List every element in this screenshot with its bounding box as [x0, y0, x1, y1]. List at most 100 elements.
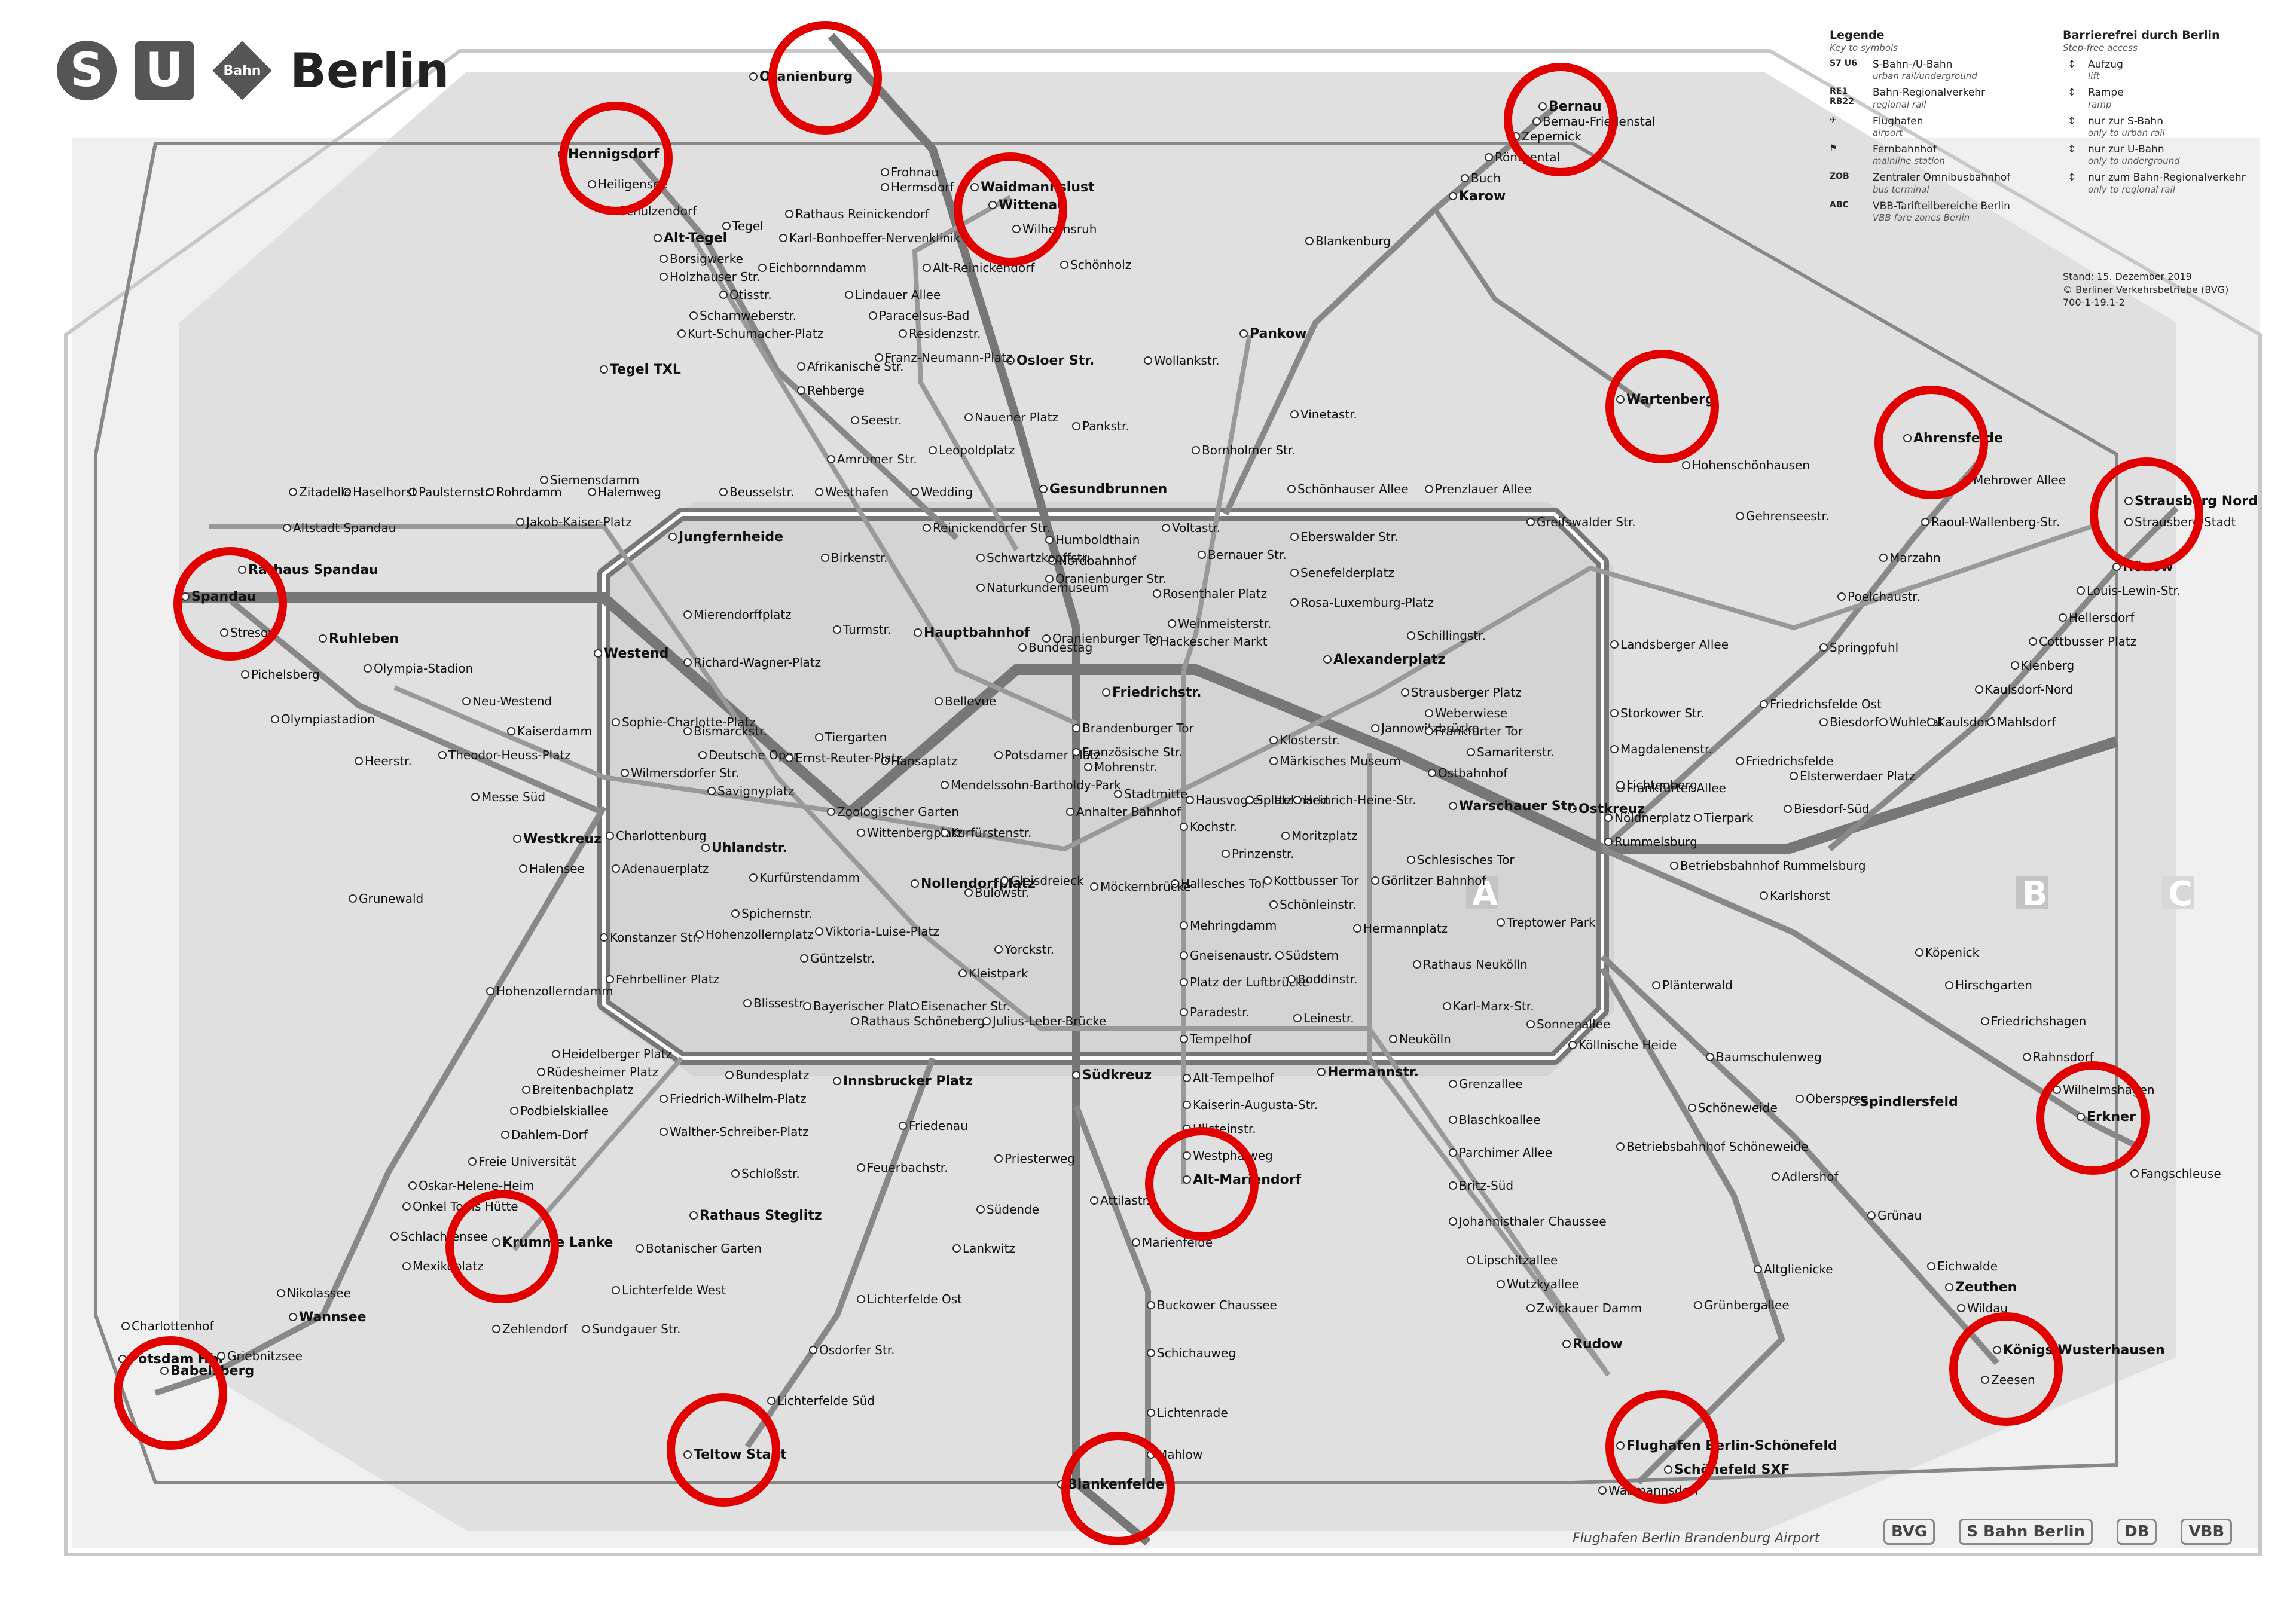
- station-label: Bundesplatz: [735, 1068, 809, 1082]
- station-marker: [600, 933, 608, 942]
- stand-info: Stand: 15. Dezember 2019 © Berliner Verk…: [2063, 270, 2228, 309]
- line-wannsee: [320, 805, 607, 1317]
- station-marker: [857, 1163, 865, 1172]
- station-marker: [683, 727, 692, 735]
- station-label: Borsigwerke: [670, 252, 743, 266]
- station-marker: [343, 488, 351, 496]
- station-label: Erkner: [2087, 1110, 2136, 1125]
- station-marker: [1045, 575, 1054, 583]
- station-label: Neu-Westend: [472, 694, 552, 708]
- station-label: Hermannplatz: [1363, 921, 1448, 936]
- station-label: Bayerischer Platz: [813, 999, 917, 1013]
- station-marker: [1610, 745, 1619, 753]
- station-label: Jakob-Kaiser-Platz: [525, 515, 632, 529]
- station-marker: [1389, 1035, 1397, 1043]
- station-label: Flughafen Berlin-Schönefeld: [1626, 1438, 1837, 1453]
- station-marker: [970, 183, 979, 191]
- legend-symbol: RE1 RB22: [1830, 87, 1854, 106]
- legend-sublabel: regional rail: [1873, 99, 1926, 110]
- station-label: Mendelssohn-Bartholdy-Park: [951, 778, 1121, 792]
- station-label: Spindlersfeld: [1860, 1095, 1958, 1110]
- stand-code: 700-1-19.1-2: [2063, 297, 2125, 308]
- station-marker: [2124, 518, 2133, 526]
- station-marker: [821, 554, 829, 562]
- station-marker: [833, 625, 841, 634]
- station-label: Johannisthaler Chaussee: [1458, 1214, 1607, 1229]
- station-marker: [1180, 1035, 1188, 1043]
- station-marker: [1084, 763, 1092, 771]
- station-marker: [621, 769, 629, 777]
- station-marker: [911, 1002, 919, 1010]
- station-label: Wartenberg: [1626, 392, 1715, 407]
- station-marker: [677, 329, 686, 338]
- station-marker: [516, 518, 524, 526]
- station-label: Bornholmer Str.: [1202, 443, 1296, 457]
- station-label: Gneisenaustr.: [1190, 948, 1272, 963]
- station-label: Wilmersdorfer Str.: [631, 766, 739, 780]
- station-label: Grunewald: [359, 891, 423, 906]
- station-marker: [1192, 446, 1200, 454]
- ubahn-logo: U: [135, 41, 194, 100]
- lift-icon: ↕: [2067, 143, 2077, 155]
- station-marker: [923, 264, 931, 272]
- station-marker: [2124, 497, 2133, 505]
- station-label: Rosa-Luxemburg-Platz: [1300, 595, 1434, 610]
- station-label: Hohenzollerndamm: [496, 984, 613, 998]
- station-label: Fangschleuse: [2141, 1166, 2221, 1181]
- station-marker: [1287, 485, 1296, 493]
- station-marker: [660, 1128, 668, 1136]
- station-marker: [994, 1154, 1003, 1163]
- station-marker: [1449, 802, 1457, 810]
- station-marker: [958, 969, 967, 977]
- station-label: Cottbusser Platz: [2039, 634, 2136, 649]
- station-label: Hohenzollernplatz: [706, 927, 813, 942]
- station-label: Rathaus Steglitz: [700, 1208, 822, 1223]
- station-label: Bülowstr.: [975, 885, 1030, 900]
- station-marker: [1879, 718, 1888, 726]
- station-marker: [1467, 1256, 1475, 1264]
- station-label: Deutsche Oper: [709, 748, 799, 762]
- station-label: Hallesches Tor: [1181, 876, 1267, 891]
- station-label: Französische Str.: [1082, 745, 1183, 759]
- highlight-circle: Ahrensfelde: [1874, 386, 1988, 499]
- station-marker: [1819, 718, 1828, 726]
- station-label: Marzahn: [1889, 551, 1941, 565]
- station-marker: [1784, 805, 1792, 813]
- station-label: Lichtenberg: [1626, 778, 1697, 792]
- station-label: Alt-Mariendorf: [1193, 1172, 1302, 1187]
- station-label: Treptower Park: [1506, 915, 1596, 930]
- station-label: Residenzstr.: [909, 326, 981, 341]
- airport-label: Flughafen Berlin Brandenburg Airport: [1573, 1531, 1821, 1546]
- station-label: Kurt-Schumacher-Platz: [688, 326, 823, 341]
- station-marker: [660, 255, 668, 263]
- station-marker: [1532, 117, 1541, 126]
- station-label: Lindauer Allee: [855, 288, 941, 302]
- station-label: Grünbergallee: [1704, 1298, 1790, 1312]
- station-marker: [1012, 225, 1021, 233]
- station-label: Bellevue: [945, 694, 996, 708]
- station-marker: [1945, 981, 1953, 989]
- station-label: Wannsee: [299, 1310, 367, 1325]
- station-marker: [988, 201, 997, 209]
- station-marker: [1538, 102, 1547, 111]
- station-marker: [1407, 631, 1415, 640]
- station-label: Priesterweg: [1004, 1151, 1075, 1166]
- station-marker: [612, 1286, 620, 1294]
- station-marker: [471, 793, 480, 801]
- zone-c-label: C: [2168, 875, 2193, 914]
- station-marker: [217, 1352, 225, 1360]
- station-marker: [1688, 1104, 1696, 1112]
- station-marker: [964, 413, 973, 421]
- station-label: Reinickendorfer Str.: [933, 521, 1050, 535]
- station-marker: [2011, 661, 2019, 670]
- station-label: Sophie-Charlotte-Platz: [622, 715, 756, 729]
- station-label: Hermannstr.: [1327, 1065, 1419, 1080]
- station-label: Kaiserdamm: [517, 724, 592, 738]
- station-marker: [1652, 981, 1660, 989]
- station-label: Nollendorfplatz: [921, 876, 1036, 891]
- station-label: Eberswalder Str.: [1300, 530, 1398, 544]
- station-label: Sundgauer Str.: [592, 1322, 681, 1336]
